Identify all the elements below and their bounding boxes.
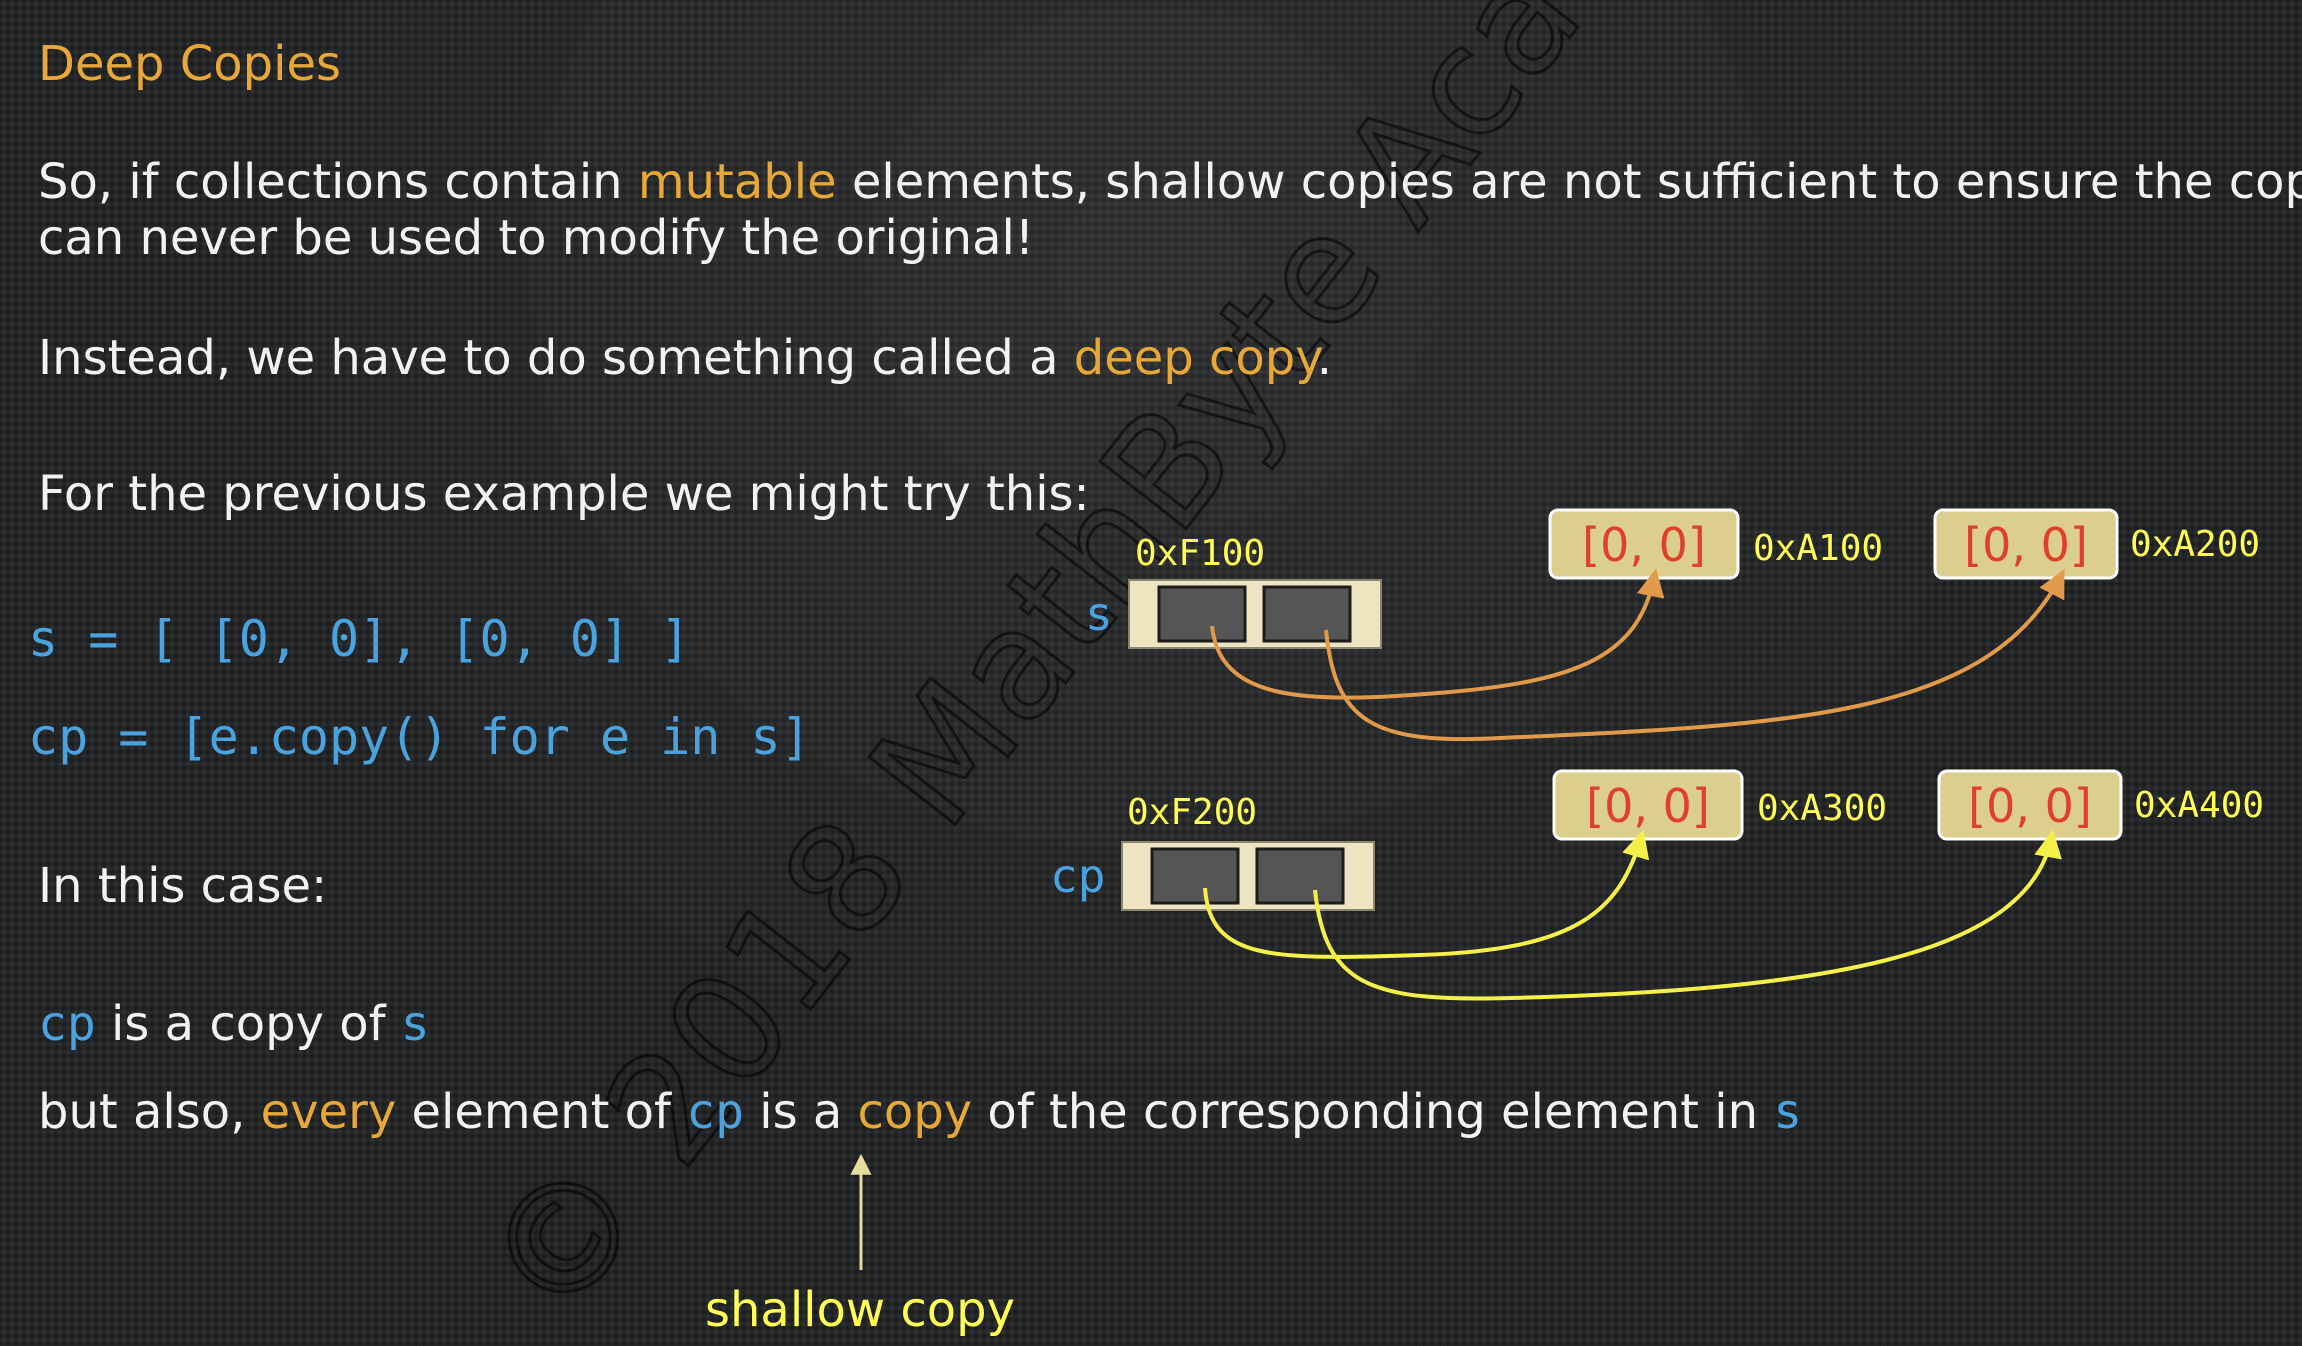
cp-address: 0xF200 [1127,792,1257,833]
paragraph-line-1: So, if collections contain mutable eleme… [38,154,2302,212]
inner-list-a400: [0, 0] [1937,769,2123,841]
var-s: s [1773,1084,1803,1140]
code-line-2: cp = [e.copy() for e in s] [28,708,811,766]
s-label: s [1085,587,1113,641]
cp-label: cp [1050,849,1105,903]
box-value: [0, 0] [1582,518,1706,572]
address-a100: 0xA100 [1753,528,1883,569]
highlight-every: every [260,1084,397,1140]
box-value: [0, 0] [1586,779,1710,833]
text: Instead, we have to do something called … [38,330,1074,386]
box-value: [0, 0] [1964,518,2088,572]
inner-list-a200: [0, 0] [1933,508,2119,580]
inner-list-a100: [0, 0] [1548,508,1740,580]
cp-list-box [1121,841,1375,911]
slide-title: Deep Copies [38,36,341,92]
s-address: 0xF100 [1135,533,1265,574]
s-list-box [1128,579,1382,649]
paragraph-line-2: can never be used to modify the original… [38,210,1035,266]
shallow-copy-label: shallow copy [705,1282,1015,1338]
inner-list-a300: [0, 0] [1552,769,1744,841]
address-a400: 0xA400 [2134,785,2264,826]
highlight-mutable: mutable [637,154,837,210]
paragraph-line-3: Instead, we have to do something called … [38,330,1332,388]
paragraph-line-7: but also, every element of cp is a copy … [38,1084,1802,1142]
text: So, if collections contain [38,154,638,210]
arrow-cp1-to-a400 [1313,829,2062,1001]
var-cp: cp [686,1084,744,1140]
text: of the corresponding element in [972,1084,1774,1140]
text: is a copy of [95,996,401,1052]
text: but also, [38,1084,261,1140]
arrow-s0-to-a100 [1210,568,1665,700]
paragraph-line-5: In this case: [38,858,328,914]
code-line-1: s = [ [0, 0], [0, 0] ] [28,610,691,668]
text: elements, shallow copies are not suffici… [836,154,2302,210]
arrow-s1-to-a200 [1324,569,2065,742]
paragraph-line-6: cp is a copy of s [38,996,430,1054]
arrow-cp0-to-a300 [1203,829,1650,959]
highlight-deep-copy: deep copy [1073,330,1317,386]
paragraph-line-4: For the previous example we might try th… [38,466,1090,522]
text: is a [743,1084,858,1140]
address-a300: 0xA300 [1757,788,1887,829]
highlight-copy: copy [857,1084,973,1140]
address-a200: 0xA200 [2130,524,2260,565]
text: . [1316,330,1333,386]
var-cp: cp [38,996,96,1052]
box-value: [0, 0] [1968,779,2092,833]
var-s: s [400,996,430,1052]
text: element of [396,1084,687,1140]
